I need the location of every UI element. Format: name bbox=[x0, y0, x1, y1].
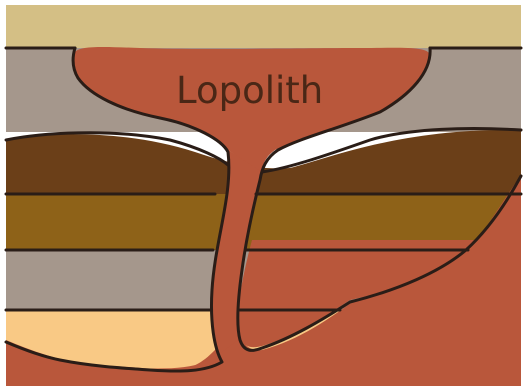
layer-topsoil bbox=[6, 5, 521, 48]
lopolith-label: Lopolith bbox=[176, 69, 323, 112]
